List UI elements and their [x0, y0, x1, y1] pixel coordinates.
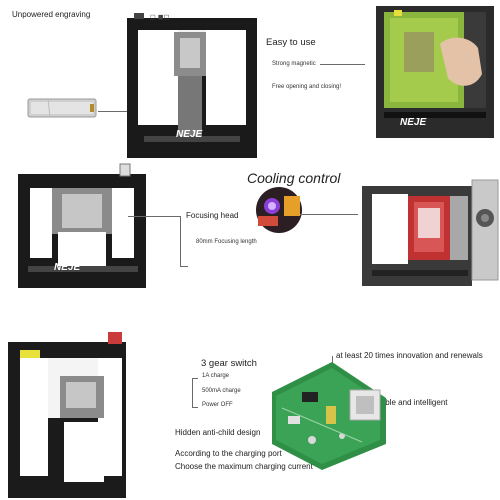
engraver-focus-image [18, 163, 146, 288]
engraver-gear-image [8, 332, 126, 498]
gear-switch-heading: 3 gear switch [201, 358, 257, 369]
engraver-cooling-image [362, 179, 499, 286]
focusing-length-label: 80mm Focusing length [196, 239, 257, 245]
reliable-label: Reliable and intelligent [367, 398, 448, 407]
focusing-head-label: Focusing head [186, 211, 239, 220]
gear-option-off: Power OFF [202, 402, 233, 408]
focus-head-line [128, 216, 180, 217]
engraver-open-lid-image [376, 6, 494, 138]
free-opening-label: Free opening and closing! [272, 84, 342, 90]
gear-option-1a: 1A charge [202, 373, 230, 379]
engraver-cube-image [127, 13, 257, 158]
anti-child-label: Hidden anti-child design [175, 428, 261, 437]
gear-option-500ma: 500mA charge [202, 388, 241, 394]
laser-focus-inset-image [256, 187, 302, 233]
magnetic-line [320, 64, 365, 65]
gear-bracket-top [192, 378, 198, 379]
gear-bracket-bottom [192, 407, 198, 408]
focus-length-line [180, 266, 188, 267]
cooling-control-heading: Cooling control [247, 170, 341, 186]
innovation-label: at least 20 times innovation and renewal… [336, 351, 483, 360]
gear-bracket-vline [192, 378, 193, 408]
strong-magnetic-label: Strong magnetic [272, 61, 316, 67]
battery-image [27, 98, 97, 118]
unpowered-engraving-title: Unpowered engraving [12, 10, 91, 19]
cooling-line [300, 214, 358, 215]
neje-label-panel2: NEJE [400, 117, 427, 128]
neje-label: NEJE [176, 129, 203, 140]
top-marks: ◻ ◼◻ [150, 14, 170, 21]
neje-label-panel4: NEJE [54, 262, 81, 273]
max-current-label: Choose the maximum charging current [175, 462, 313, 471]
focus-length-vline [180, 216, 181, 266]
charging-port-label: According to the charging port [175, 449, 282, 458]
easy-to-use-heading: Easy to use [266, 37, 316, 48]
circuit-board-image [272, 362, 386, 470]
